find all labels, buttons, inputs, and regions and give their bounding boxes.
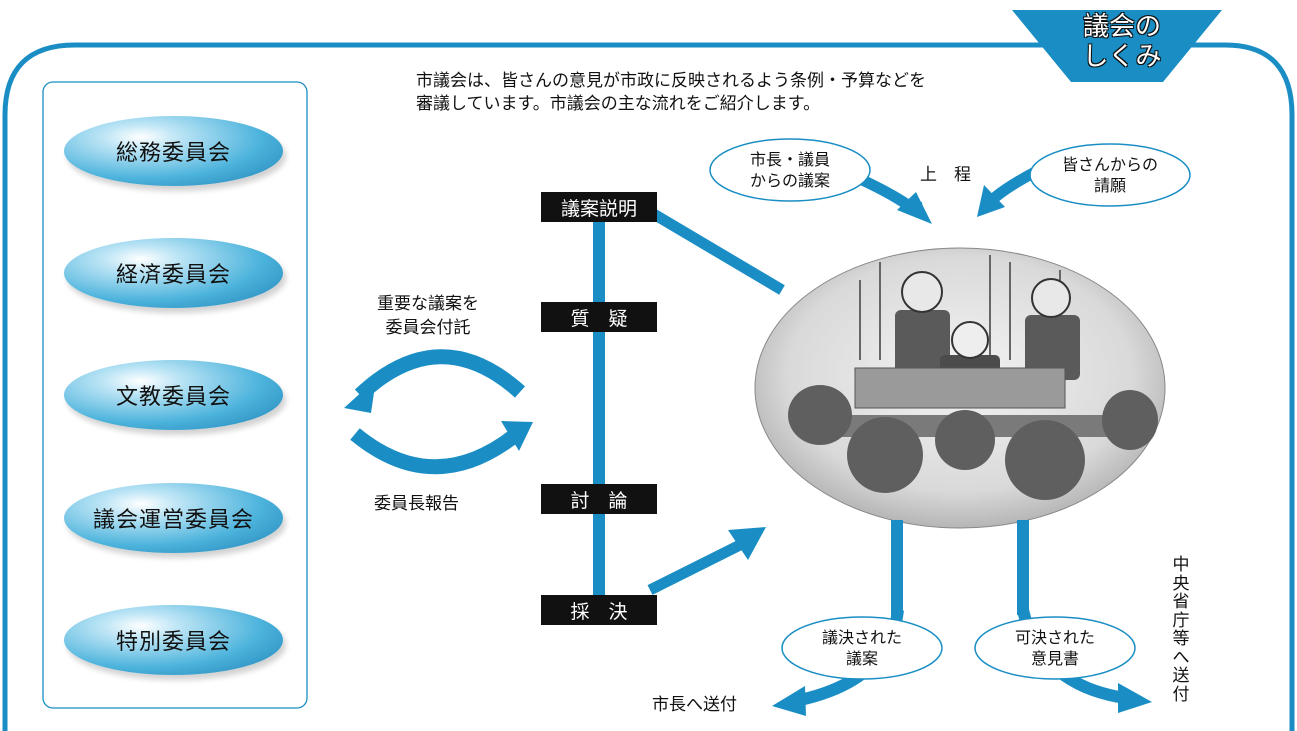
timeline-bar [593, 213, 605, 611]
committee-special: 特別委員会 [64, 605, 283, 675]
arrow-vote-shaft [647, 540, 743, 595]
bubble-approved-line2: 意見書 [1030, 649, 1079, 668]
bubble-mayor-line1: 市長・議員 [749, 150, 830, 169]
committee-general-affairs: 総務委員会 [64, 116, 283, 186]
bubble-resolved-bills: 議決された議案 [784, 619, 940, 677]
bubble-mayor-line2: からの議案 [749, 171, 830, 190]
arrow-send-mayor-head [772, 686, 806, 716]
bubble-petition-line1: 皆さんからの [1061, 155, 1158, 174]
send-to-mayor-label: 市長へ送付 [652, 695, 737, 715]
step-debate: 討 論 [541, 484, 657, 514]
bubble-approved-line1: 可決された [1014, 628, 1095, 647]
bubble-shapes [709, 138, 1191, 680]
arrow-report-head [501, 421, 533, 451]
bubble-mayor-members-bills: 市長・議員からの議案 [712, 141, 868, 199]
intro-text: 市議会は、皆さんの意見が市政に反映されるよう条例・予算などを 審議しています。市… [416, 70, 1036, 116]
committee-education: 文教委員会 [64, 360, 283, 430]
bubble-petition-line2: 請願 [1093, 176, 1126, 195]
arrow-petition [988, 167, 1038, 205]
committee-economy: 経済委員会 [64, 238, 283, 308]
title-tab [1012, 10, 1222, 82]
step-questioning: 質 疑 [541, 302, 657, 332]
referral-label: 重要な議案を 委員会付託 [368, 292, 488, 340]
step-vote: 採 決 [541, 595, 657, 625]
page-title: 議会の しくみ [1062, 12, 1182, 72]
arrow-proposal-head2 [897, 192, 932, 224]
arrow-send-ministries-head [1118, 683, 1152, 713]
connector-to-scene [649, 208, 785, 295]
intro-line1: 市議会は、皆さんの意見が市政に反映されるよう条例・予算などを [416, 71, 926, 91]
report-label: 委員長報告 [374, 494, 459, 514]
arrow-referral [354, 349, 526, 401]
arrow-report [350, 427, 523, 475]
outflow-bar-left [891, 520, 903, 615]
council-scene-illustration [754, 247, 1166, 529]
outer-frame [2, 42, 1295, 731]
bubble-resolved-line1: 議決された [821, 628, 902, 647]
page-title-line2: しくみ [1082, 42, 1162, 72]
committee-steering: 議会運営委員会 [64, 483, 283, 553]
arrow-petition-head [977, 185, 1005, 217]
page-title-line1: 議会の [1082, 12, 1161, 42]
bubble-citizen-petitions: 皆さんからの請願 [1032, 146, 1188, 204]
outflow-bar-right [1017, 520, 1029, 615]
referral-line1: 重要な議案を [377, 294, 479, 314]
agenda-label: 上 程 [920, 165, 971, 185]
bubble-approved-opinions: 可決された意見書 [977, 619, 1133, 677]
referral-line2: 委員会付託 [385, 318, 471, 338]
arrow-referral-head [344, 379, 376, 413]
arrow-vote-head [728, 527, 766, 560]
bubble-resolved-line2: 議案 [845, 649, 878, 668]
send-to-ministries-label: 中央省庁等へ送付 [1172, 555, 1190, 705]
intro-line2: 審議しています。市議会の主な流れをご紹介します。 [416, 94, 821, 114]
step-bill-explanation: 議案説明 [541, 192, 657, 222]
